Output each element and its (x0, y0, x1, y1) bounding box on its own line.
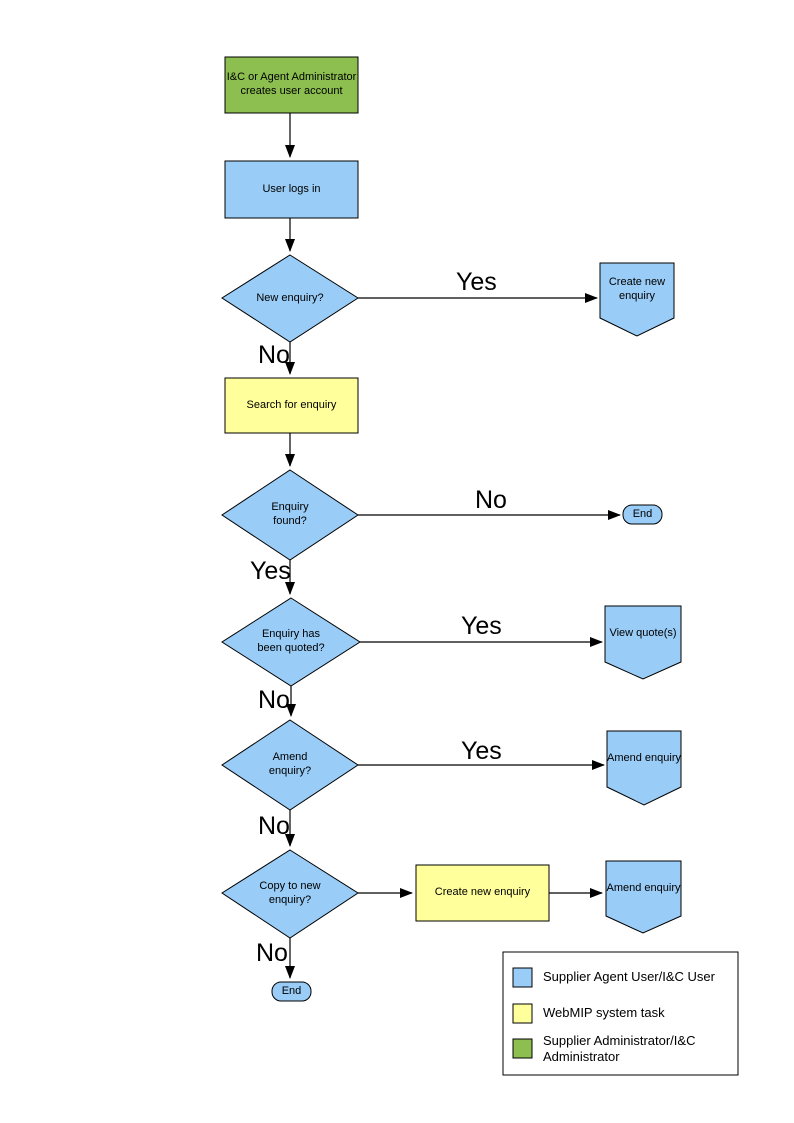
decision-enquiry-quoted (221, 597, 361, 687)
edge-label-no-copy: No (256, 939, 288, 967)
offpage-create-new-enquiry (599, 262, 675, 337)
decision-copy-to-new (221, 849, 359, 939)
edge-label-yes-amend: Yes (461, 737, 502, 765)
edge-label-yes-enquiry-found: Yes (250, 557, 291, 585)
decision-new-enquiry (221, 254, 359, 343)
legend-label-admin: Supplier Administrator/I&C Administrator (543, 1032, 696, 1064)
legend-swatch-system (512, 1003, 533, 1024)
edge-label-no-enquiry-found: No (475, 486, 507, 514)
edge-label-yes-quoted: Yes (461, 612, 502, 640)
legend-label-system: WebMIP system task (543, 1005, 665, 1021)
edge-label-no-quoted: No (258, 686, 290, 714)
connector-group (285, 113, 621, 979)
process-user-logs-in (224, 160, 359, 219)
legend-label-user: Supplier Agent User/I&C User (543, 969, 715, 985)
edge-label-no-new-enquiry: No (258, 341, 290, 369)
legend-swatch-user (512, 967, 533, 988)
decision-enquiry-found (221, 469, 359, 561)
edge-label-yes-new-enquiry: Yes (456, 268, 497, 296)
legend-swatch-admin (512, 1038, 533, 1059)
offpage-amend-enquiry-2 (605, 860, 682, 934)
legend-box (502, 951, 739, 1076)
process-create-new-enquiry (415, 864, 550, 922)
edge-label-no-amend: No (258, 812, 290, 840)
terminator-end-2 (271, 981, 312, 1002)
offpage-view-quotes (604, 605, 682, 680)
decision-amend-enquiry (221, 719, 359, 811)
process-admin-creates-account (224, 56, 359, 114)
terminator-end-1 (622, 504, 663, 525)
process-search-for-enquiry (224, 377, 359, 434)
offpage-amend-enquiry-1 (606, 730, 682, 806)
